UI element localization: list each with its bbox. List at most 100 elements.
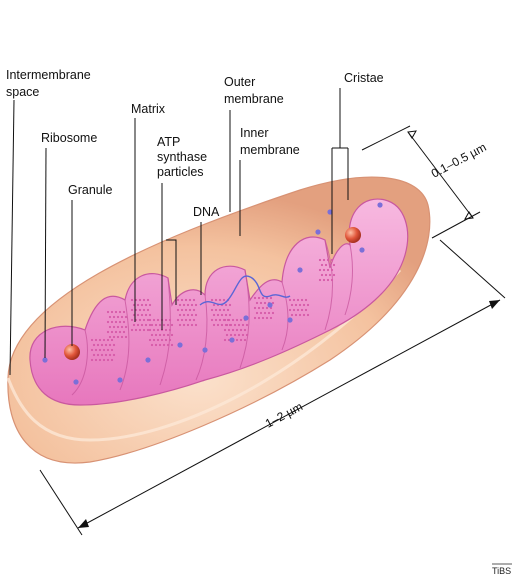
inner-membrane [29,198,409,406]
label-atp-2: synthase [157,150,207,164]
atp-particle [160,338,164,342]
atp-particle [239,318,243,322]
atp-particle [302,313,306,317]
atp-particle [290,313,294,317]
atp-particle [223,328,227,332]
atp-particle [124,335,128,339]
atp-particle [110,338,114,342]
ribosome-dot [145,357,151,363]
atp-particle [136,303,140,307]
atp-particle [222,308,226,312]
atp-particle [296,308,300,312]
atp-particle [332,263,336,267]
atp-particle [235,338,239,342]
ribosome-dot [359,247,365,253]
atp-particle [192,318,196,322]
atp-particle [164,328,168,332]
atp-particle [162,323,166,327]
atp-particle [110,310,114,314]
ribosome-dot [229,337,235,343]
atp-particle [227,318,231,322]
atp-particle [210,318,214,322]
atp-particle [225,323,229,327]
atp-particle [222,298,226,302]
atp-particle [239,338,243,342]
label-ribosome: Ribosome [41,131,97,145]
atp-particle [233,333,237,337]
atp-particle [108,315,112,319]
atp-particle [304,308,308,312]
atp-particle [298,313,302,317]
atp-particle [257,306,261,310]
atp-particle [192,298,196,302]
atp-particle [146,318,150,322]
atp-particle [261,316,265,320]
atp-particle [255,301,259,305]
atp-particle [326,268,330,272]
atp-particle [130,328,134,332]
atp-particle [190,323,194,327]
atp-particle [190,303,194,307]
atp-particle [178,303,182,307]
label-outer-membrane-2: membrane [224,92,284,106]
atp-particle [138,328,142,332]
atp-particle [162,343,166,347]
ribosome-dot [287,317,293,323]
atp-particle [326,278,330,282]
atp-particle [102,338,106,342]
atp-particle [114,310,118,314]
label-atp-1: ATP [157,135,180,149]
atp-particle [241,323,245,327]
granule-left [64,344,80,360]
label-dna: DNA [193,205,220,219]
label-inner-membrane-2: membrane [240,143,300,157]
atp-particle [188,308,192,312]
atp-particle [253,306,257,310]
atp-particle [176,298,180,302]
atp-particle [114,330,118,334]
atp-particle [243,328,247,332]
atp-particle [194,323,198,327]
atp-particle [224,313,228,317]
atp-particle [166,323,170,327]
atp-particle [288,298,292,302]
atp-particle [150,333,154,337]
atp-particle [146,308,150,312]
atp-particle [241,333,245,337]
atp-particle [328,273,332,277]
atp-particle [186,323,190,327]
atp-particle [116,335,120,339]
dimension-width-label: 0.1–0.5 µm [429,140,489,181]
atp-particle [144,323,148,327]
atp-particle [253,316,257,320]
atp-particle [106,330,110,334]
atp-particle [156,328,160,332]
atp-particle [98,338,102,342]
atp-particle [269,316,273,320]
atp-particle [306,303,310,307]
atp-particle [212,323,216,327]
atp-particle [269,296,273,300]
label-outer-membrane-1: Outer [224,75,255,89]
atp-particle [94,358,98,362]
atp-particle [184,308,188,312]
atp-particle [112,335,116,339]
atp-particle [182,303,186,307]
atp-particle [96,343,100,347]
atp-particle [108,335,112,339]
ribosome-dot [377,202,383,208]
atp-particle [150,343,154,347]
atp-particle [235,328,239,332]
atp-particle [237,333,241,337]
ribosome-dot [177,342,183,348]
label-intermembrane-space-1: Intermembrane [6,68,91,82]
atp-particle [290,303,294,307]
atp-particle [140,313,144,317]
atp-particle [214,308,218,312]
atp-particle [265,316,269,320]
atp-particle [122,330,126,334]
atp-particle [152,338,156,342]
atp-particle [298,303,302,307]
atp-particle [328,263,332,267]
